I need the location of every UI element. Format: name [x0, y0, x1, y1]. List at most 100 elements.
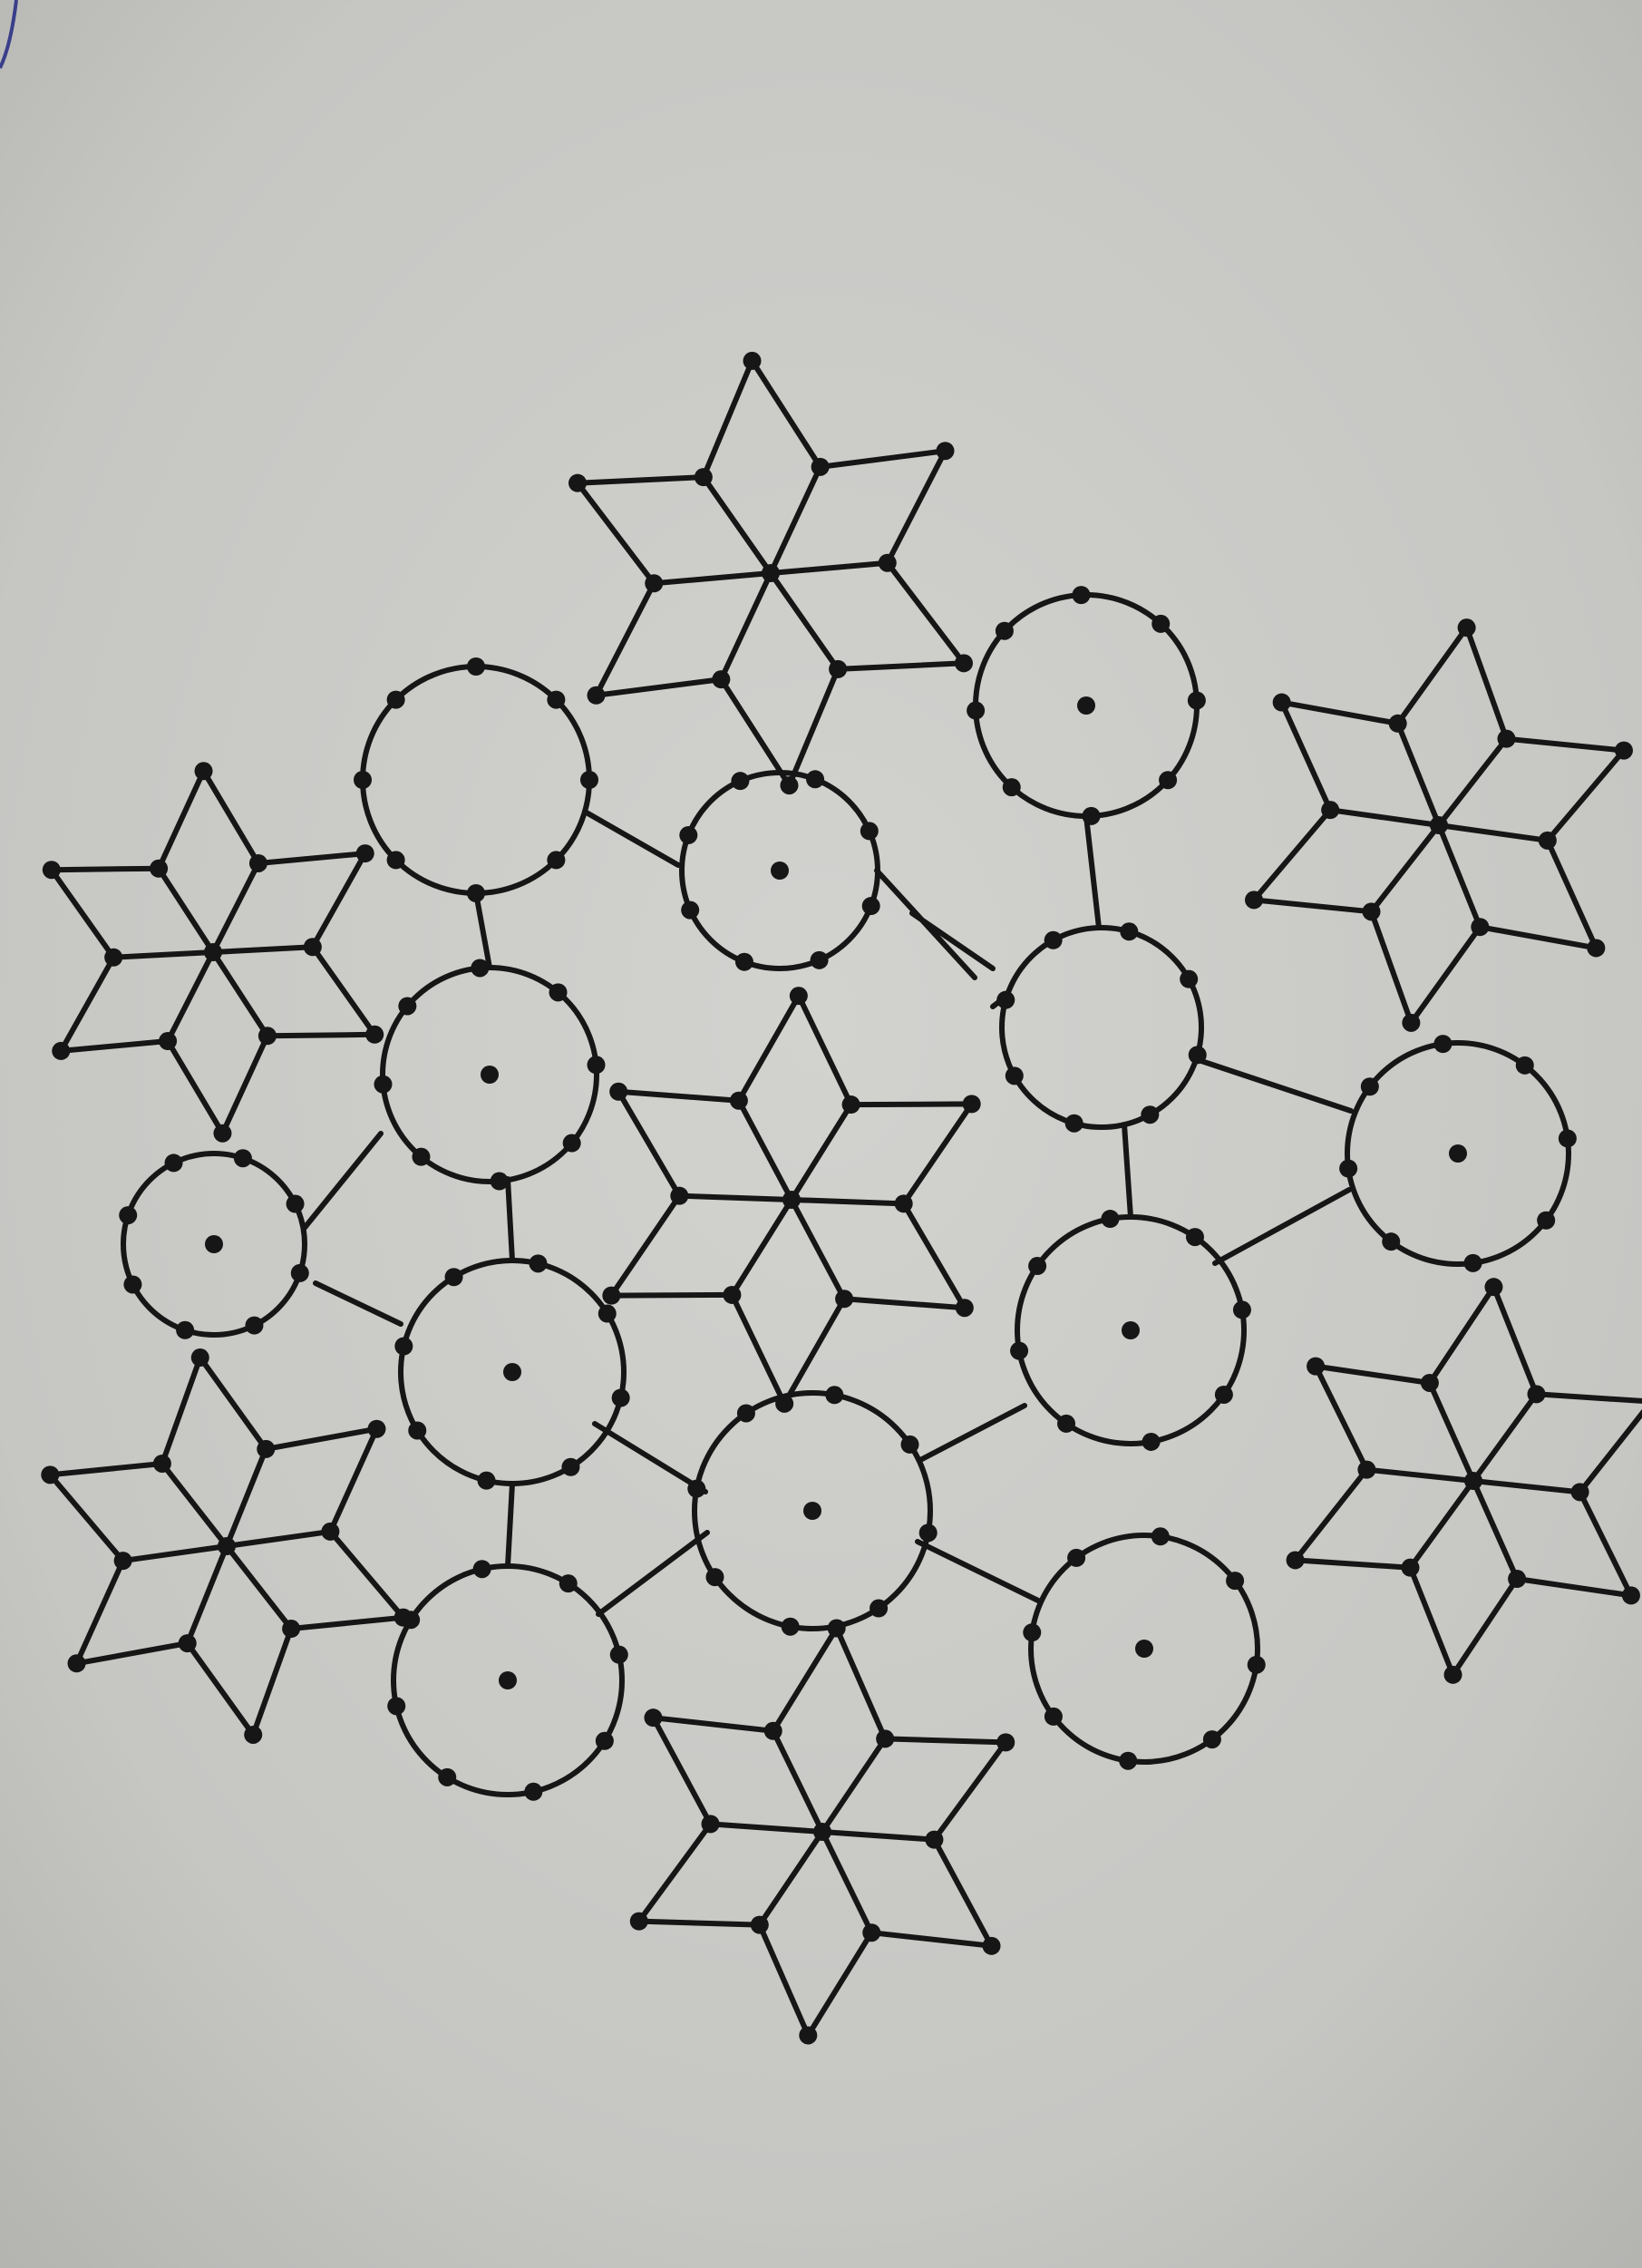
ring-dot [1463, 1253, 1482, 1272]
ring-dot [861, 897, 880, 916]
ring-dot [477, 1471, 496, 1490]
star-tip-dot [355, 844, 374, 863]
star-spoke [210, 944, 316, 955]
ring-dot [705, 1568, 724, 1587]
star-tip-dot [827, 1619, 846, 1638]
star-spoke [820, 1736, 889, 1835]
star-tip-dot [1245, 891, 1264, 910]
star-inner-dot [829, 659, 848, 678]
ring-motif [1028, 1533, 1260, 1765]
star-inner-dot [723, 1285, 742, 1304]
star-center-dot [813, 1823, 831, 1841]
ring-dot [736, 1404, 755, 1423]
star-tip-dot [954, 654, 973, 673]
star-tip-dot [1307, 1357, 1326, 1376]
star-spoke [707, 1821, 825, 1835]
ring-dot [1515, 1056, 1534, 1075]
star-tip-dot [775, 1394, 794, 1413]
star-inner-dot [303, 938, 322, 957]
star-inner-dot [894, 1194, 913, 1213]
ring-dot [471, 959, 490, 978]
star-tip-dot [52, 1041, 71, 1060]
ring-dot [549, 983, 568, 1002]
star-spoke [735, 1097, 794, 1202]
star-spoke [1436, 823, 1483, 930]
ring-dot [559, 1574, 578, 1593]
ring-motif [391, 1563, 625, 1797]
ring-dot [734, 952, 753, 971]
ring-dot [472, 1560, 491, 1579]
star-spoke [820, 1829, 875, 1936]
ring-dot [438, 1767, 457, 1786]
star-spoke [1436, 735, 1510, 828]
star-inner-dot [1497, 729, 1516, 748]
ring-dot [354, 771, 372, 789]
ring-dot [995, 621, 1014, 640]
ring-dot [825, 1386, 844, 1405]
ring-dot [1433, 1035, 1453, 1054]
star-spoke [820, 1829, 938, 1843]
star-inner-dot [150, 859, 169, 878]
ring-dot [245, 1316, 264, 1335]
star-inner-dot [257, 1027, 277, 1046]
ring-dot [731, 772, 750, 791]
ring-motif [692, 1390, 933, 1631]
star-tip-dot [213, 1124, 232, 1143]
star-tip-dot [194, 762, 213, 781]
ring-dot [781, 1617, 800, 1636]
ring-dot [286, 1194, 305, 1213]
star-tip-dot [367, 1419, 386, 1438]
link-line [909, 910, 996, 971]
ring-motif [999, 925, 1204, 1130]
link-line [1212, 1187, 1352, 1266]
star-spoke [718, 570, 773, 683]
ring-center-dot [481, 1066, 499, 1084]
ring-center-dot [1449, 1144, 1467, 1163]
ring-dot [1187, 691, 1206, 710]
star-tip-dot [1443, 1665, 1462, 1684]
link-line [596, 1530, 710, 1617]
star-spoke [789, 1197, 848, 1302]
star-spoke [768, 570, 841, 672]
star-inner-dot [862, 1923, 881, 1942]
star-tip-dot [365, 1025, 384, 1044]
star-spoke [1364, 1466, 1476, 1484]
star-inner-dot [729, 1091, 748, 1110]
ring-dot [860, 822, 879, 841]
star-spoke [1436, 823, 1550, 843]
ring-dot [580, 771, 598, 789]
star-tip-dot [1614, 741, 1633, 760]
star-spoke [224, 1445, 269, 1549]
ring-dot [1202, 1730, 1221, 1749]
star-center-dot [782, 1191, 801, 1209]
star-inner-dot [1420, 1373, 1439, 1392]
star-tip-dot [190, 1348, 209, 1368]
ring-dot [1185, 1228, 1204, 1247]
star-inner-dot [750, 1915, 769, 1934]
star-inner-dot [763, 1721, 782, 1740]
ring-dot [1180, 969, 1199, 988]
star-spoke [1471, 1391, 1540, 1484]
ring-dot [687, 1479, 706, 1498]
ring-dot [595, 1731, 614, 1750]
star-tip-dot [393, 1608, 413, 1627]
star-inner-dot [1527, 1385, 1546, 1404]
ring-dot [467, 884, 485, 902]
ring-dot [490, 1172, 509, 1191]
star-tip-dot [743, 351, 762, 370]
star-inner-dot [712, 670, 731, 689]
star-inner-dot [1508, 1570, 1527, 1589]
ring-dot [1537, 1211, 1556, 1230]
star-tip-dot [1484, 1278, 1503, 1297]
star-spoke [651, 570, 773, 587]
ring-dot [681, 900, 700, 920]
ring-dot [444, 1268, 463, 1287]
ring-dot [1010, 1341, 1029, 1360]
star-inner-dot [248, 853, 267, 872]
star-spoke [159, 1460, 229, 1549]
ring-dot [1151, 614, 1171, 633]
link-line [473, 891, 492, 970]
star-tip-dot [982, 1936, 1001, 1955]
ring-dot [967, 701, 986, 720]
